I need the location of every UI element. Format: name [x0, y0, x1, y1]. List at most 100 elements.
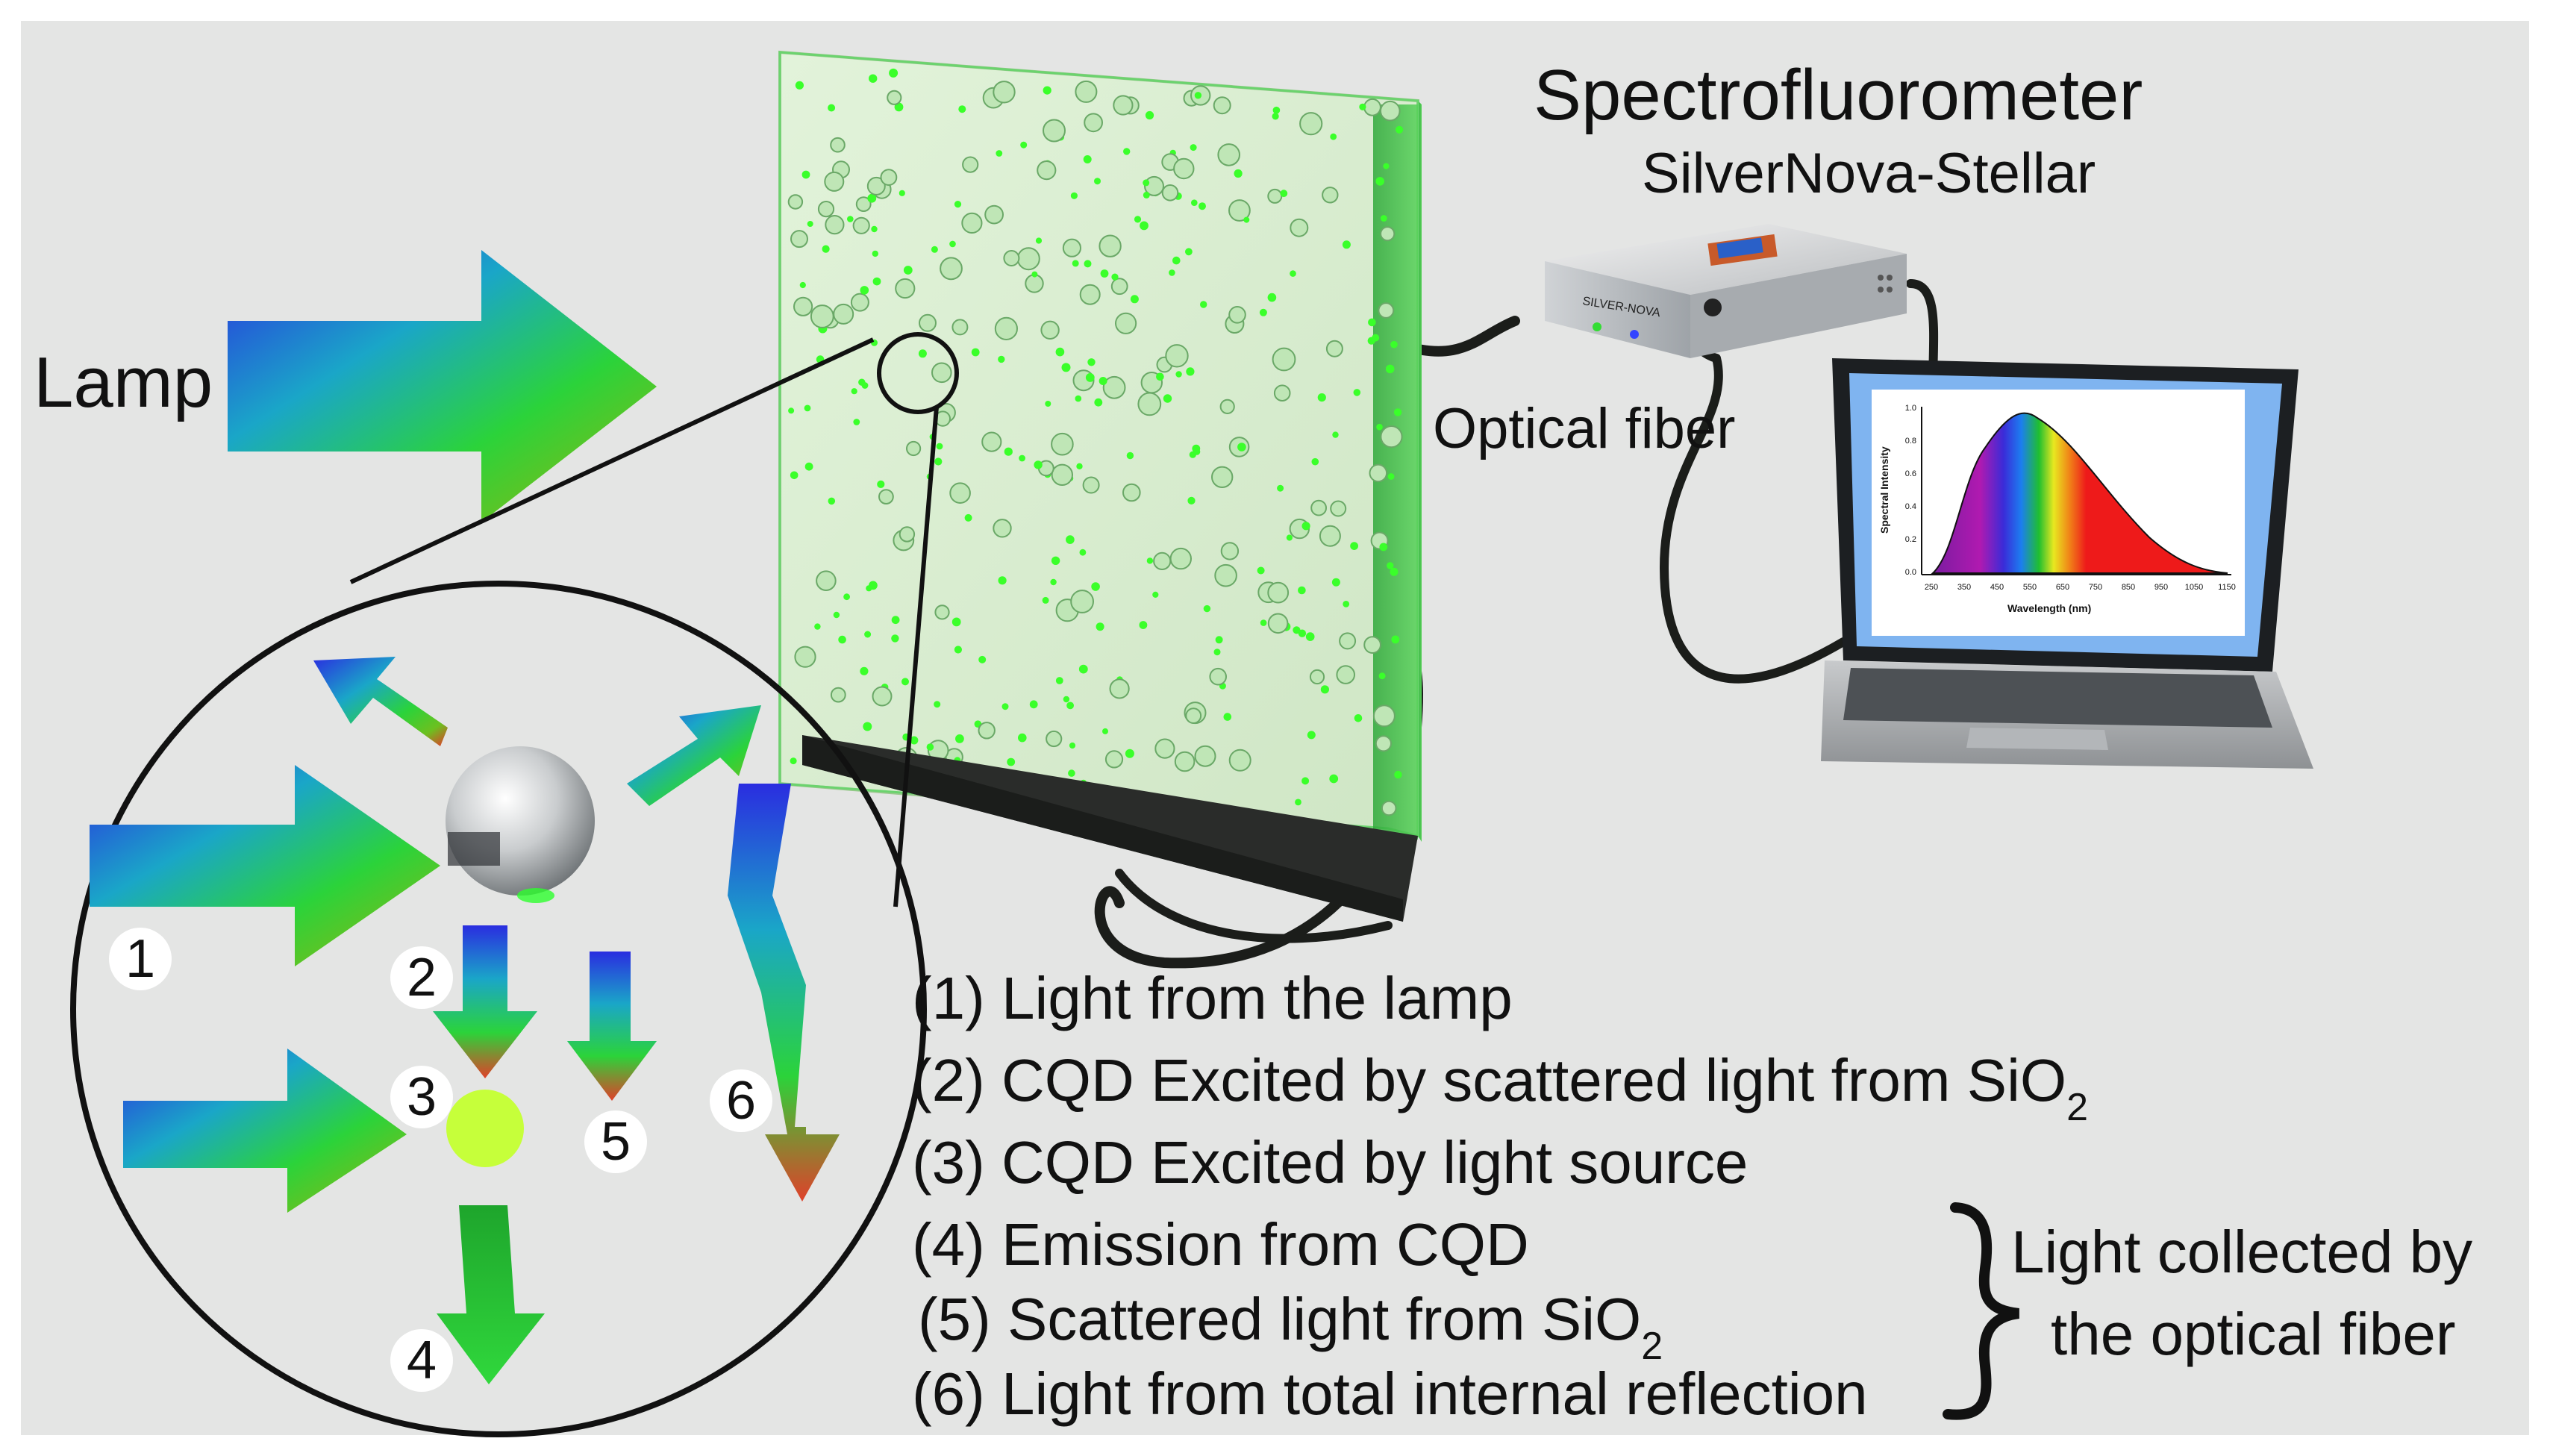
sio2-particle — [1173, 157, 1195, 180]
cqd-dot — [1260, 619, 1267, 626]
sio2-particle — [949, 482, 971, 504]
cqd-dot — [1083, 155, 1092, 163]
cqd-dot — [1085, 373, 1095, 382]
cqd-dot — [1061, 363, 1071, 372]
x-tick-label: 550 — [2023, 583, 2037, 592]
cqd-dot — [1390, 567, 1399, 576]
x-tick-label: 950 — [2154, 583, 2168, 592]
cqd-dot — [804, 404, 811, 412]
zoom-line-left — [349, 337, 875, 584]
sio2-particle — [1325, 340, 1343, 357]
panel-stand — [802, 735, 1418, 922]
cqd-dot — [1029, 700, 1038, 709]
cqd-dot — [1320, 685, 1329, 694]
cqd-dot — [1069, 742, 1076, 749]
sio2-particle — [880, 169, 898, 187]
sio2-particle — [993, 81, 1016, 104]
cqd-dot — [1277, 484, 1284, 492]
sio2-particle — [934, 604, 950, 620]
cqd-dot — [790, 471, 799, 480]
sio2-particle — [984, 204, 1004, 225]
cqd-dot — [1143, 191, 1150, 199]
x-tick-label: 1050 — [2185, 583, 2203, 592]
arrow-4-emission — [437, 1205, 545, 1384]
sio2-particle — [1075, 80, 1098, 103]
cqd-dot — [1099, 377, 1107, 385]
arrow-3 — [123, 1049, 407, 1213]
sio2-particle — [1161, 184, 1179, 201]
sio2-particle — [1319, 525, 1341, 547]
cqd-dot — [1143, 179, 1150, 187]
cqd-dot — [1237, 443, 1246, 452]
cqd-dot — [1390, 340, 1398, 349]
cqd-dot — [1034, 460, 1043, 469]
cqd-dot — [1393, 408, 1402, 416]
y-tick-label: 0.8 — [1905, 437, 1916, 446]
cqd-dot — [958, 105, 966, 113]
sio2-particle — [817, 201, 835, 218]
cqd-dot — [1146, 557, 1154, 564]
cqd-dot — [1063, 696, 1070, 703]
sio2-particle — [866, 176, 886, 196]
y-tick-label: 1.0 — [1905, 404, 1916, 413]
cqd-dot — [1305, 632, 1315, 641]
cqd-dot — [1102, 728, 1108, 734]
sio2-particle — [824, 171, 845, 192]
cqd-dot — [1298, 629, 1307, 637]
sio2-particle — [1016, 247, 1040, 271]
sio2-particle — [1165, 344, 1189, 368]
cqd-dot — [891, 634, 899, 643]
cqd-dot — [910, 736, 919, 745]
cqd-dot — [1156, 372, 1164, 381]
cqd-dot — [1200, 301, 1207, 308]
sio2-particle — [1380, 100, 1401, 122]
cqd-dot — [1342, 240, 1351, 249]
brace-note-line-1: Light collected by — [2011, 1219, 2472, 1285]
cqd-dot — [918, 349, 927, 358]
cqd-dot — [951, 617, 961, 627]
sio2-particle — [1214, 563, 1237, 587]
svg-text:3: 3 — [407, 1067, 437, 1127]
cqd-dot — [853, 419, 860, 425]
cqd-dot — [889, 68, 899, 78]
cqd-dot — [1387, 473, 1395, 480]
sio2-particle — [833, 303, 854, 325]
cqd-dot — [1051, 556, 1060, 565]
cqd-dot — [903, 266, 913, 275]
cqd-dot — [1072, 260, 1079, 267]
sio2-particle — [1115, 312, 1137, 334]
screen-xlabel: Wavelength (nm) — [2007, 602, 2091, 614]
cqd-dot — [860, 666, 869, 675]
cqd-dot — [1111, 273, 1119, 281]
sio2-particle — [1369, 463, 1388, 483]
cqd-dot — [1084, 260, 1092, 268]
x-tick-label: 650 — [2056, 583, 2069, 592]
cqd-dot — [1213, 649, 1221, 656]
sio2-particle — [1310, 499, 1327, 516]
cqd-dot — [1353, 389, 1361, 396]
sio2-particle — [1040, 320, 1060, 340]
cqd-dot — [1191, 199, 1198, 207]
cqd-dot — [1145, 110, 1154, 120]
cqd-dot — [1234, 169, 1243, 178]
sio2-particle — [1102, 375, 1126, 399]
spectrofluorometer-label: Spectrofluorometer — [1534, 55, 2143, 135]
x-tick-label: 250 — [1925, 583, 1938, 592]
cqd-dot — [1286, 534, 1293, 541]
legend: (1) Light from the lamp (2) CQD Excited … — [912, 965, 2088, 1427]
cqd-dot — [1194, 92, 1202, 99]
sio2-particle — [1217, 143, 1240, 166]
cqd-dot — [998, 355, 1005, 363]
cqd-dot — [1066, 535, 1075, 544]
sio2-particle — [1185, 707, 1202, 724]
sio2-particle — [978, 722, 996, 740]
sio2-particle — [794, 646, 816, 668]
cqd-dot — [1368, 318, 1376, 327]
sio2-particle — [1046, 730, 1063, 748]
sio2-particle — [1084, 113, 1103, 133]
marker-4: 4 — [390, 1329, 453, 1392]
cqd-dot — [1020, 141, 1028, 149]
sio2-particle — [1219, 399, 1235, 415]
cqd-dot — [1223, 713, 1232, 721]
sio2-particle — [790, 230, 808, 249]
